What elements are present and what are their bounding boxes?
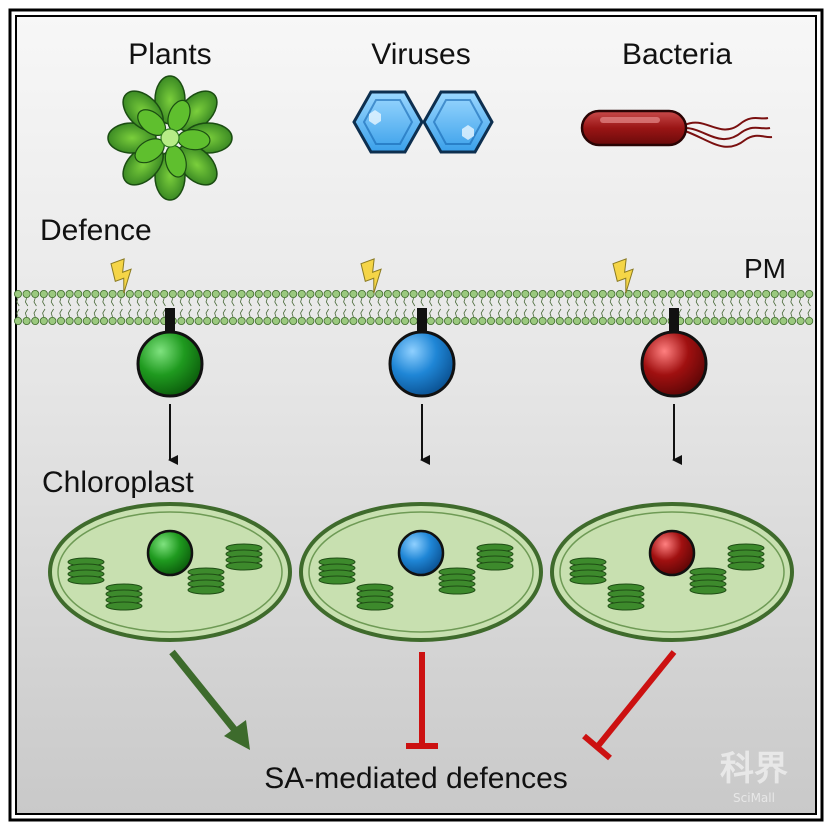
label-sa-mediated-defences: SA-mediated defences xyxy=(264,762,568,795)
watermark: 科界 SciMall xyxy=(720,749,788,805)
label-viruses: Viruses xyxy=(371,38,471,71)
rod-bacterium-icon xyxy=(580,109,773,148)
receptor-viruses xyxy=(388,308,456,398)
watermark-main: 科界 xyxy=(720,749,788,789)
label-chloroplast: Chloroplast xyxy=(42,466,194,499)
watermark-sub: SciMall xyxy=(733,791,775,805)
label-plants: Plants xyxy=(128,38,211,71)
inhibit-bar-bacteria xyxy=(582,650,677,761)
receptor-in-chloroplast xyxy=(146,529,194,577)
label-pm: PM xyxy=(744,253,786,284)
inhibit-bar-viruses xyxy=(406,652,438,749)
rosette-plant-icon xyxy=(107,75,233,201)
chloroplast-plants xyxy=(48,502,292,642)
receptor-in-chloroplast xyxy=(648,529,696,577)
plasma-membrane xyxy=(13,289,814,325)
receptor-plants xyxy=(136,308,204,398)
virus-capsid-icon xyxy=(352,90,494,154)
chloroplast-bacteria xyxy=(550,502,794,642)
label-bacteria: Bacteria xyxy=(622,38,732,71)
promote-arrow xyxy=(169,649,250,750)
chloroplast-viruses xyxy=(299,502,543,642)
receptor-in-chloroplast xyxy=(397,529,445,577)
label-defence: Defence xyxy=(40,214,152,247)
receptor-bacteria xyxy=(640,308,708,398)
